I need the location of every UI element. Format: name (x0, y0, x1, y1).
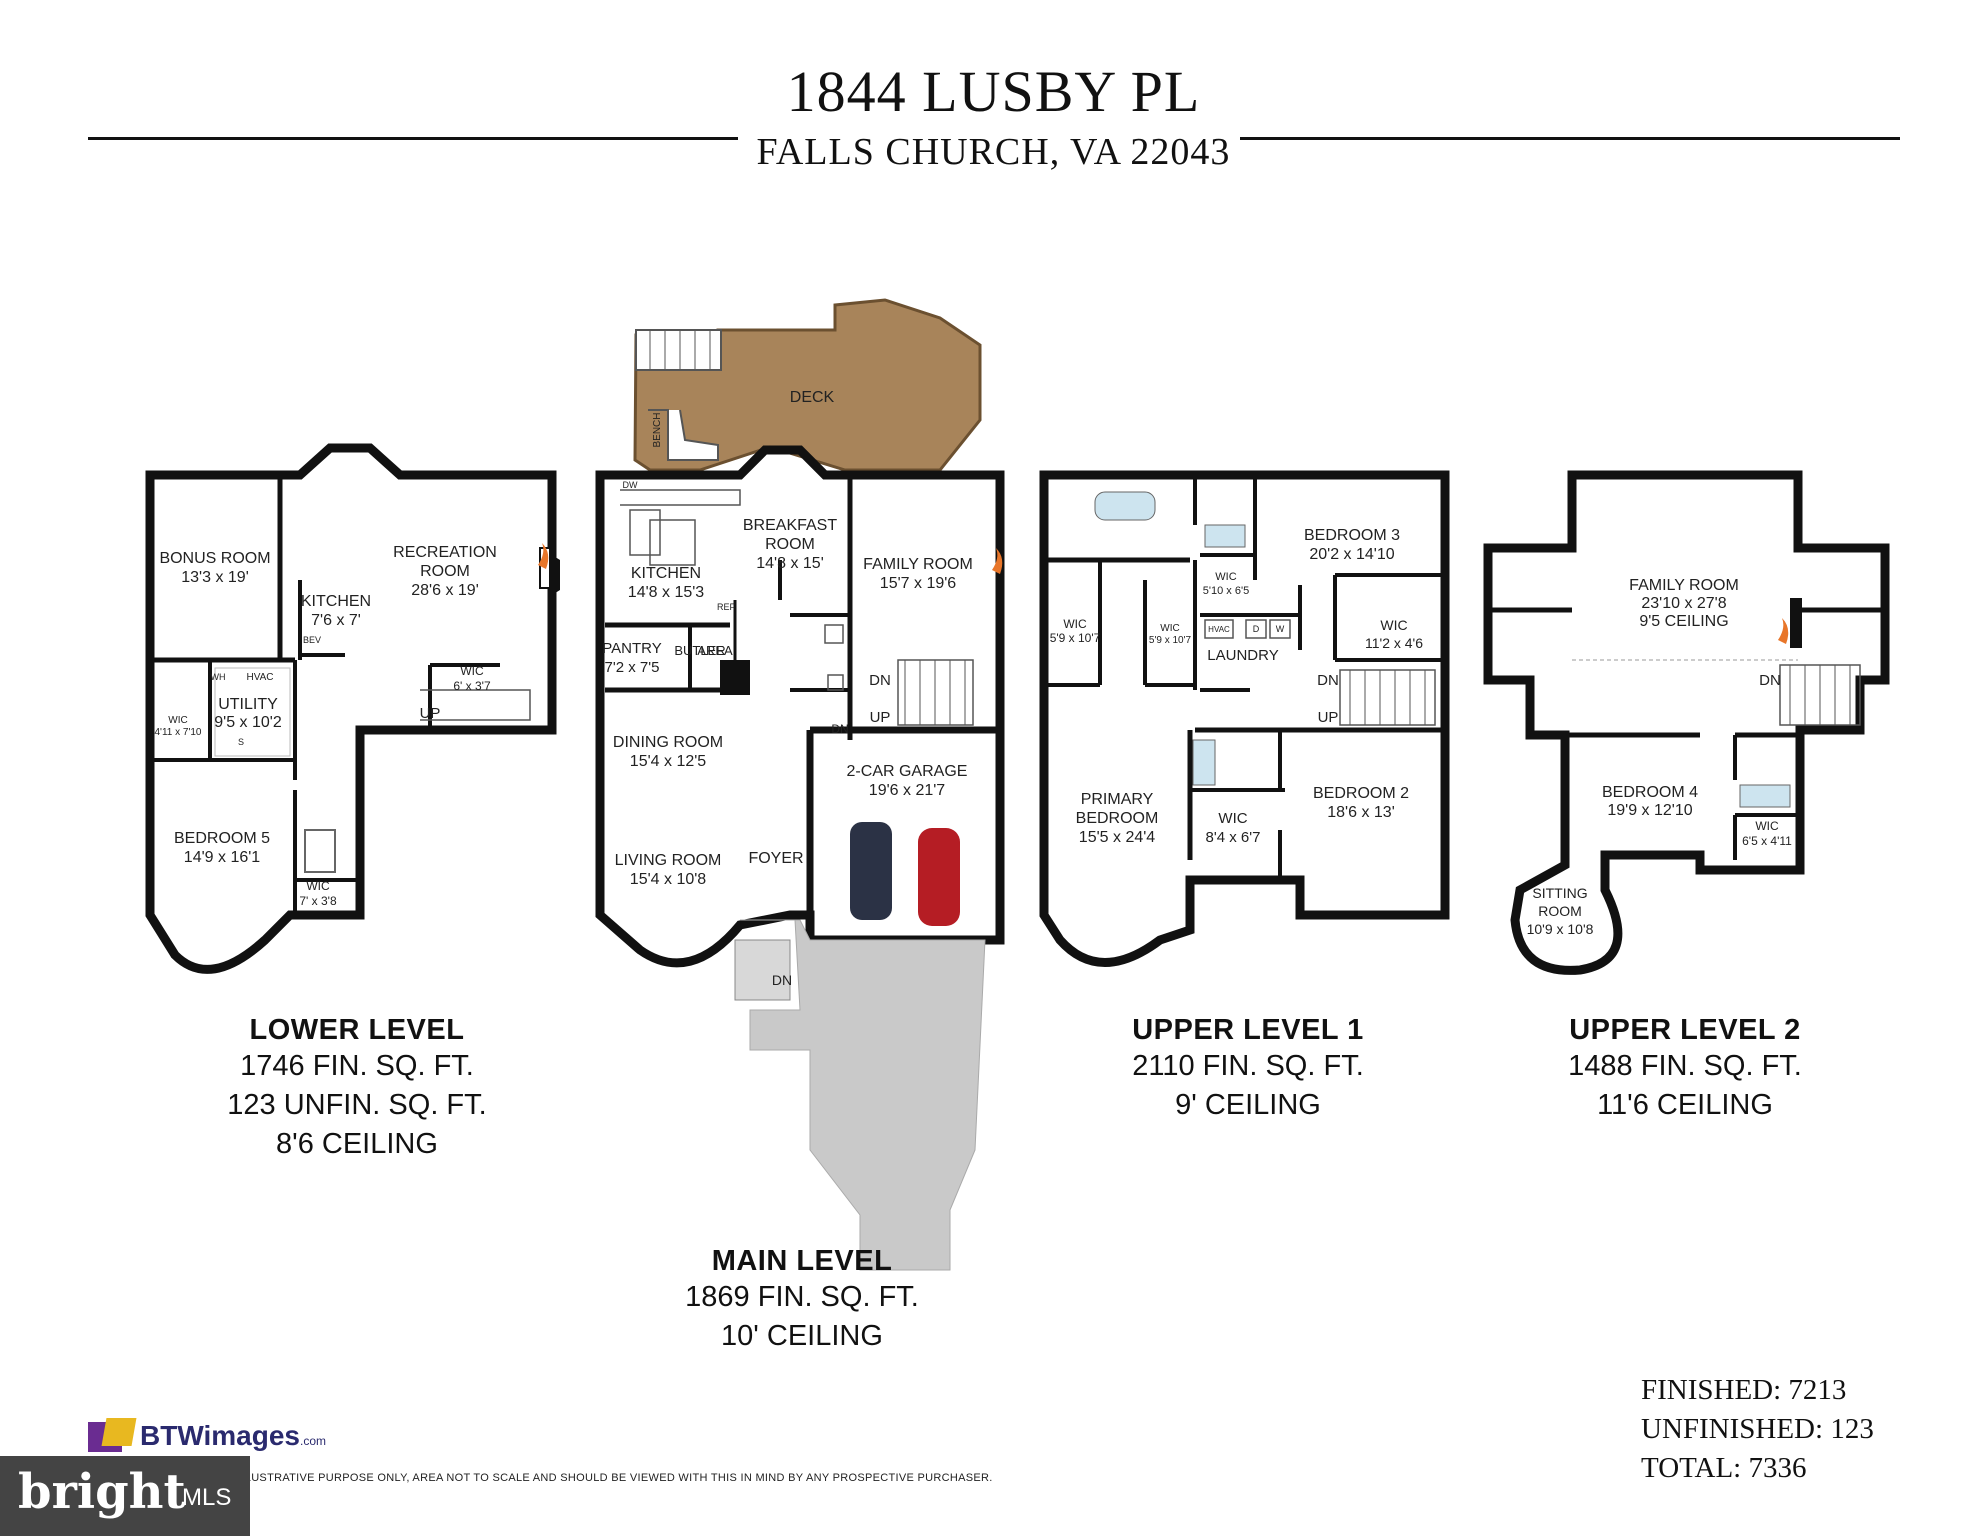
upper-level-2-caption: UPPER LEVEL 2 1488 FIN. SQ. FT. 11'6 CEI… (1568, 1014, 1802, 1121)
upper2-fireplace-icon (1778, 618, 1789, 644)
lower-level-plan (145, 443, 560, 974)
svg-text:UP: UP (870, 709, 891, 726)
main-level-caption: MAIN LEVEL 1869 FIN. SQ. FT. 10' CEILING (685, 1245, 919, 1352)
svg-text:W: W (1276, 624, 1285, 634)
svg-text:HVAC: HVAC (1208, 625, 1230, 634)
svg-text:S: S (238, 737, 244, 747)
upper-level-1-caption: UPPER LEVEL 1 2110 FIN. SQ. FT. 9' CEILI… (1132, 1014, 1364, 1121)
svg-text:DN: DN (1759, 672, 1781, 689)
svg-text:DN: DN (1317, 672, 1339, 689)
svg-text:LAUNDRY: LAUNDRY (1207, 647, 1278, 664)
main-level-plan (595, 298, 1005, 1271)
svg-text:DN: DN (869, 672, 891, 689)
upper-level-1-plan (1039, 470, 1450, 967)
unfinished-total: UNFINISHED: 123 (1641, 1413, 1874, 1445)
svg-text:WH: WH (211, 672, 226, 682)
header-rule-left (88, 137, 738, 140)
btw-brand: BTWimages.com (140, 1420, 327, 1451)
svg-text:DN: DN (772, 972, 792, 988)
btw-logo-accent-icon (101, 1418, 137, 1446)
svg-text:REF: REF (717, 602, 736, 612)
lower-level-caption: LOWER LEVEL 1746 FIN. SQ. FT. 123 UNFIN.… (227, 1014, 487, 1160)
svg-text:BEDROOM 218'6 x 13': BEDROOM 218'6 x 13' (1313, 785, 1409, 821)
header-rule-right (1240, 137, 1900, 140)
area-totals: FINISHED: 7213 UNFINISHED: 123 TOTAL: 73… (1641, 1371, 1874, 1488)
svg-text:BEV: BEV (303, 635, 321, 645)
svg-text:DN: DN (831, 722, 848, 736)
main-fireplace-icon (992, 548, 1003, 574)
finished-total: FINISHED: 7213 (1641, 1374, 1847, 1406)
svg-text:BEDROOM 419'9 x 12'10: BEDROOM 419'9 x 12'10 (1602, 784, 1698, 819)
upper-level-2-plan (1483, 470, 1890, 975)
svg-text:DECK: DECK (790, 389, 835, 406)
svg-text:UP: UP (1318, 709, 1339, 726)
lower-fireplace-icon (538, 543, 549, 569)
disclaimer-text: ILLUSTRATIVE PURPOSE ONLY, AREA NOT TO S… (235, 1472, 993, 1484)
grand-total: TOTAL: 7336 (1641, 1452, 1807, 1484)
address-title: 1844 LUSBY PL (786, 59, 1201, 124)
svg-text:AREA: AREA (697, 643, 733, 658)
bright-mls-logo: bright MLS (0, 1456, 250, 1536)
svg-text:DW: DW (623, 480, 638, 490)
svg-text:UP: UP (420, 705, 441, 722)
svg-text:BEDROOM 320'2 x 14'10: BEDROOM 320'2 x 14'10 (1304, 527, 1400, 563)
svg-text:BUTLER: BUTLER (674, 643, 725, 658)
city-subtitle: FALLS CHURCH, VA 22043 (0, 130, 1987, 174)
svg-text:HVAC: HVAC (246, 672, 273, 683)
svg-text:FOYER: FOYER (748, 850, 803, 867)
svg-text:D: D (1253, 624, 1260, 634)
svg-text:BEDROOM 514'9 x 16'1: BEDROOM 514'9 x 16'1 (174, 830, 270, 866)
svg-text:BENCH: BENCH (652, 412, 663, 447)
